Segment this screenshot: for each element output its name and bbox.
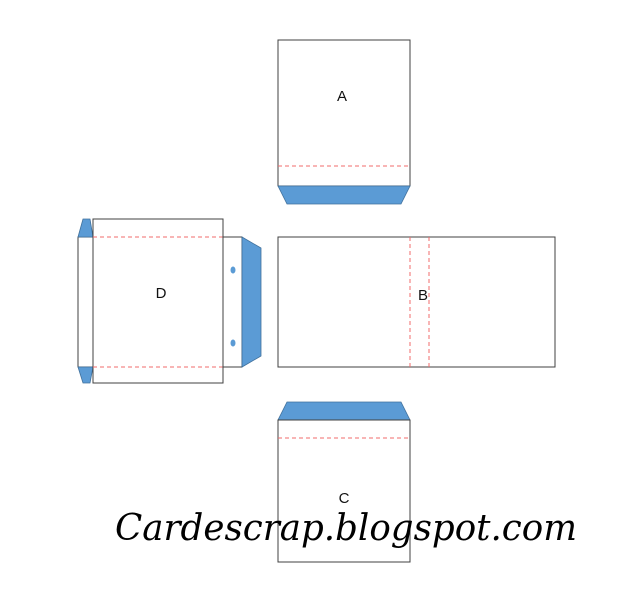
panel-a-label: A <box>337 88 347 105</box>
panel-d: D <box>77 218 262 384</box>
panel-d-body <box>92 218 224 384</box>
panel-d-bottom-tab <box>77 366 94 384</box>
panel-d-label: D <box>156 285 167 302</box>
panel-a-flap <box>277 185 411 205</box>
panel-d-top-tab <box>77 218 94 238</box>
panel-b-body <box>277 236 556 368</box>
panel-b: B <box>277 236 556 368</box>
panel-a-body <box>277 39 411 187</box>
panel-d-closure-strip <box>222 236 243 368</box>
panel-b-label: B <box>418 287 428 304</box>
panel-c: C <box>277 401 411 563</box>
panel-c-flap <box>277 401 411 421</box>
panel-a: A <box>277 39 411 205</box>
watermark-text: Cardescrap.blogspot.com <box>115 508 577 549</box>
panel-c-label: C <box>339 490 350 507</box>
panel-d-closure-flap <box>241 236 262 368</box>
panel-d-side-strip <box>77 236 94 368</box>
panel-c-body <box>277 419 411 563</box>
panel-d-hole-top <box>230 266 236 274</box>
panel-d-hole-bottom <box>230 339 236 347</box>
